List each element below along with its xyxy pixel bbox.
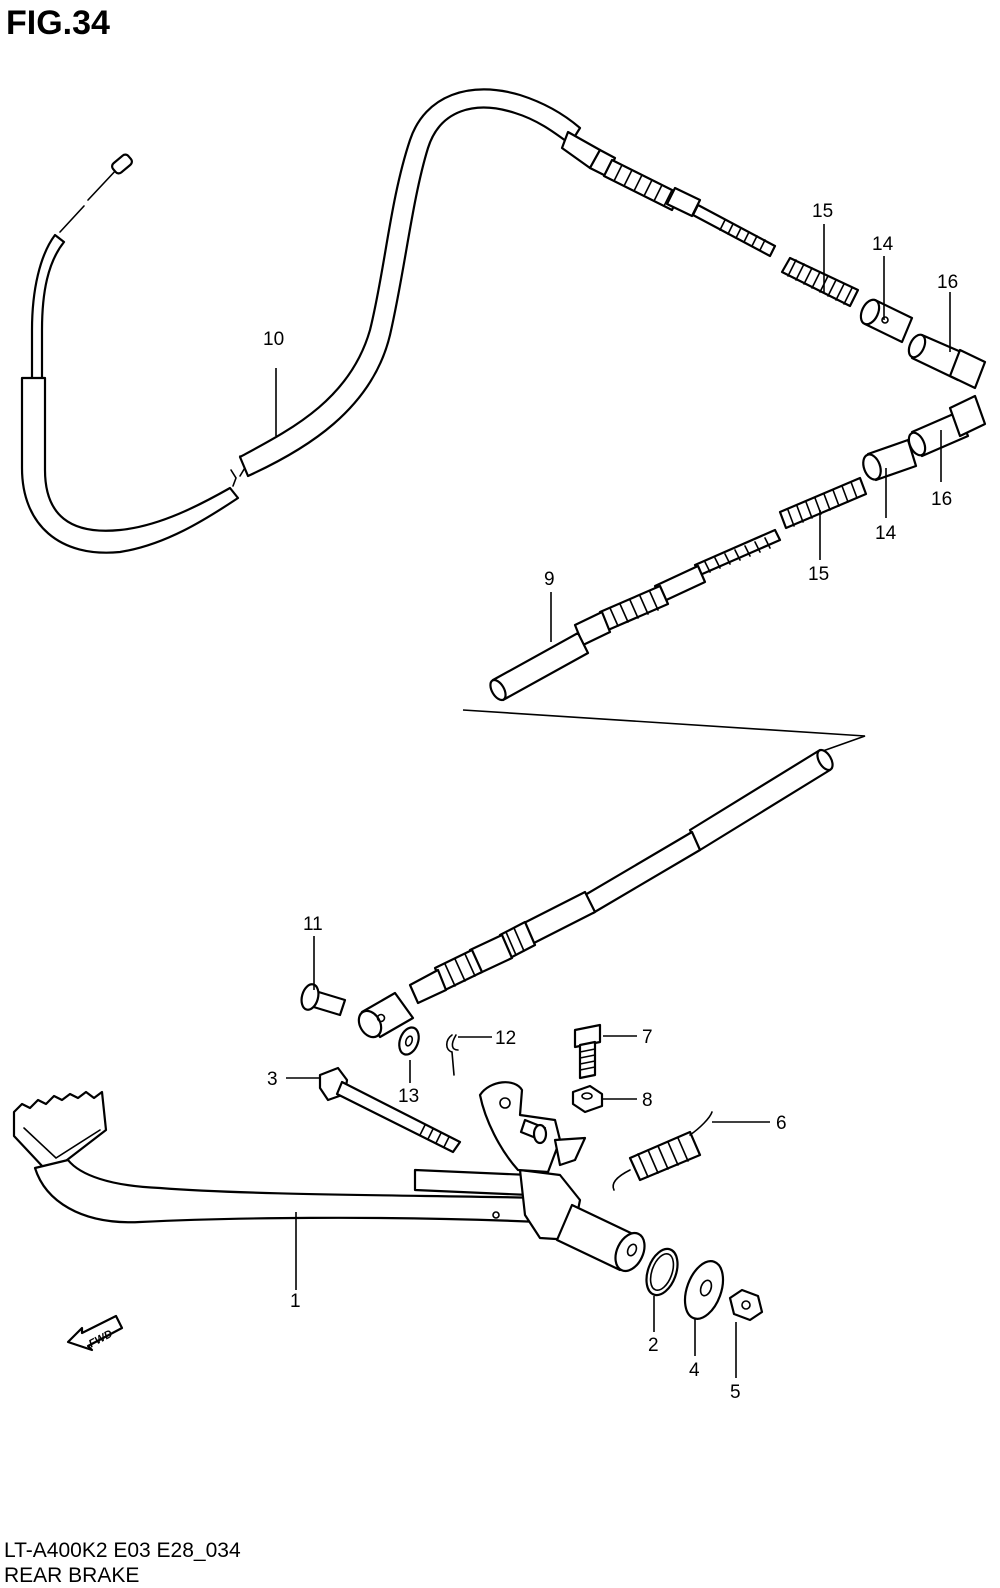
callout-1: 1 bbox=[290, 1291, 301, 1312]
callout-labels: 10 9 15 14 16 16 14 15 11 13 12 7 8 6 3 … bbox=[263, 201, 958, 1403]
pivot-bolt bbox=[318, 1066, 462, 1154]
washer-13 bbox=[398, 1026, 420, 1056]
callout-15-upper: 15 bbox=[812, 201, 833, 222]
joint-lower bbox=[862, 438, 918, 482]
washer-4 bbox=[683, 1260, 725, 1320]
callout-16-upper: 16 bbox=[937, 272, 958, 293]
nut-5 bbox=[728, 1288, 764, 1322]
callout-16-lower: 16 bbox=[931, 489, 952, 510]
callout-6: 6 bbox=[776, 1113, 787, 1134]
callout-13: 13 bbox=[398, 1086, 419, 1107]
o-ring bbox=[645, 1247, 679, 1297]
callout-11: 11 bbox=[303, 914, 323, 935]
nut-8 bbox=[571, 1084, 604, 1114]
model-code: LT-A400K2 E03 E28_034 bbox=[4, 1539, 241, 1562]
cable-end-barrel bbox=[111, 153, 133, 175]
clevis-pin bbox=[300, 983, 347, 1017]
bolt-7 bbox=[573, 1023, 602, 1080]
spring-upper bbox=[780, 256, 860, 308]
callout-12: 12 bbox=[495, 1028, 516, 1049]
cotter-pin bbox=[445, 1034, 459, 1076]
callout-8: 8 bbox=[642, 1090, 653, 1111]
fwd-arrow-icon: FWD bbox=[66, 1314, 124, 1352]
adjuster-nut-upper bbox=[907, 333, 987, 390]
callout-4: 4 bbox=[689, 1360, 700, 1381]
brake-pedal bbox=[12, 1081, 646, 1273]
callout-2: 2 bbox=[648, 1335, 659, 1356]
section-name: REAR BRAKE bbox=[4, 1564, 140, 1587]
callout-14-lower: 14 bbox=[875, 523, 897, 544]
lower-cable bbox=[408, 528, 866, 1005]
cable-housing bbox=[20, 376, 240, 554]
spring-lower bbox=[778, 476, 868, 530]
footer: LT-A400K2 E03 E28_034 REAR BRAKE bbox=[4, 1538, 241, 1588]
upper-cable bbox=[20, 88, 777, 554]
callout-5: 5 bbox=[730, 1382, 741, 1403]
cable-clevis bbox=[357, 991, 415, 1039]
callout-leaders bbox=[275, 224, 951, 1378]
callout-3: 3 bbox=[267, 1069, 278, 1090]
callout-9: 9 bbox=[544, 569, 555, 590]
figure-title: FIG.34 bbox=[6, 4, 110, 42]
callout-14-upper: 14 bbox=[872, 234, 894, 255]
callout-10: 10 bbox=[263, 329, 284, 350]
adjuster-nut-lower bbox=[907, 394, 987, 458]
callout-7: 7 bbox=[642, 1027, 653, 1048]
joint-upper bbox=[859, 298, 914, 344]
callout-15-lower: 15 bbox=[808, 564, 829, 585]
return-spring bbox=[612, 1111, 713, 1191]
